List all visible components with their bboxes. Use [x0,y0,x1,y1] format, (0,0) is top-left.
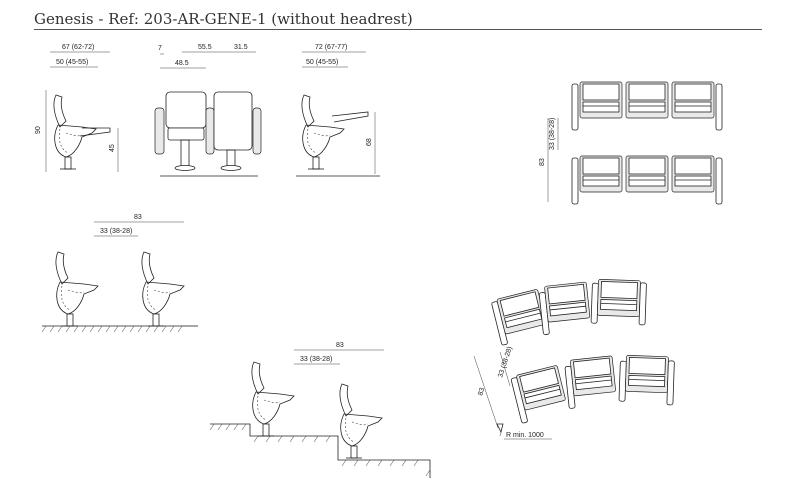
dim-side1-depth-open: 67 (62-72) [62,44,94,51]
dim-side1-total-height: 90 [35,126,42,134]
dim-side1-depth-closed: 50 (45-55) [56,59,88,66]
rows-flat-floor: 83 33 (38-28) [41,214,198,333]
dim-plan-seat-depth: 33 (38-28) [549,118,556,150]
dim-side1-seat-height: 45 [109,144,116,152]
dim-curve-depth: 33 (38-28) [497,346,514,379]
plan-view: 83 33 (38-28) [539,81,723,205]
front-view: 7 55.5 31.5 48.5 [154,44,262,177]
dim-curve-radius: R min. 1000 [506,432,544,439]
dim-rows-flat-pitch: 83 [134,214,142,221]
curved-rows-plan: 83 33 (38-28) R min. 1000 [473,278,675,440]
dim-front-arm: 7 [158,45,162,52]
dim-rows-step-depth: 33 (38-28) [300,356,332,363]
dim-rows-step-pitch: 83 [336,342,344,349]
title-rule [34,29,762,30]
dim-side2-tablet-height: 68 [366,138,373,146]
dim-side2-depth-closed: 50 (45-55) [306,59,338,66]
side-view-2: 72 (67-77) 50 (45-55) 68 [296,44,380,177]
page-title: Genesis - Ref: 203-AR-GENE-1 (without he… [34,10,413,28]
dim-plan-row-pitch: 83 [539,158,546,166]
dim-front-width: 48.5 [175,60,189,67]
side-view-1: 67 (62-72) 50 (45-55) 90 45 [35,44,119,172]
dim-side2-depth-open: 72 (67-77) [315,44,347,51]
dim-curve-pitch: 83 [477,387,486,397]
dim-front-side: 31.5 [234,44,248,51]
dim-front-seat-width: 55.5 [198,44,212,51]
rows-stepped-floor: 83 33 (38-28) [209,342,431,478]
dim-rows-flat-depth: 33 (38-28) [100,228,132,235]
